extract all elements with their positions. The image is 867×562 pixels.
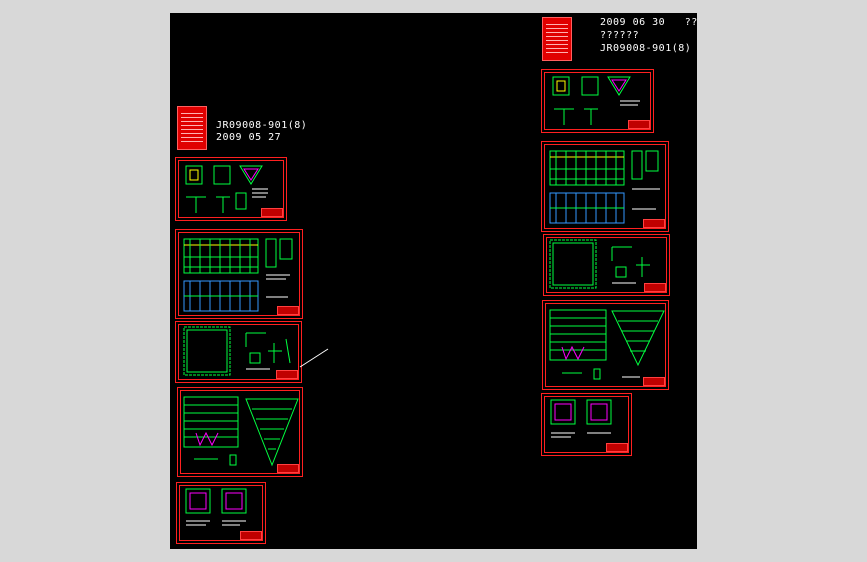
right-sheet-3-plan[interactable] (543, 234, 670, 296)
cursor-leader-line (299, 348, 329, 368)
right-subtitle: ?????? (600, 30, 640, 41)
right-drawing-number: JR09008-901(8) (600, 43, 692, 54)
right-date-value: 2009 06 30 (600, 17, 666, 28)
left-sheet-1-sections[interactable] (175, 157, 287, 221)
right-date: 2009 06 30 ???? (600, 17, 697, 28)
right-date-suffix: ???? (684, 17, 697, 28)
right-sheet-5-details[interactable] (541, 393, 632, 456)
right-sheet-1-sections[interactable] (541, 69, 654, 133)
left-cover-sheet[interactable] (177, 106, 207, 150)
right-cover-sheet[interactable] (542, 17, 572, 61)
left-sheet-3-plan[interactable] (175, 321, 302, 383)
right-sheet-4-hopper[interactable] (542, 300, 669, 390)
left-drawing-number: JR09008-901(8) (216, 120, 308, 131)
cad-linework (183, 76, 665, 526)
left-sheet-2-elevation[interactable] (175, 229, 303, 319)
left-date: 2009 05 27 (216, 132, 282, 143)
drawing-viewport[interactable]: JR09008-901(8) 2009 05 27 2009 06 30 ???… (170, 13, 697, 549)
left-sheet-4-hopper[interactable] (177, 387, 303, 477)
left-sheet-5-details[interactable] (176, 482, 266, 544)
right-sheet-2-elevation[interactable] (541, 141, 669, 232)
